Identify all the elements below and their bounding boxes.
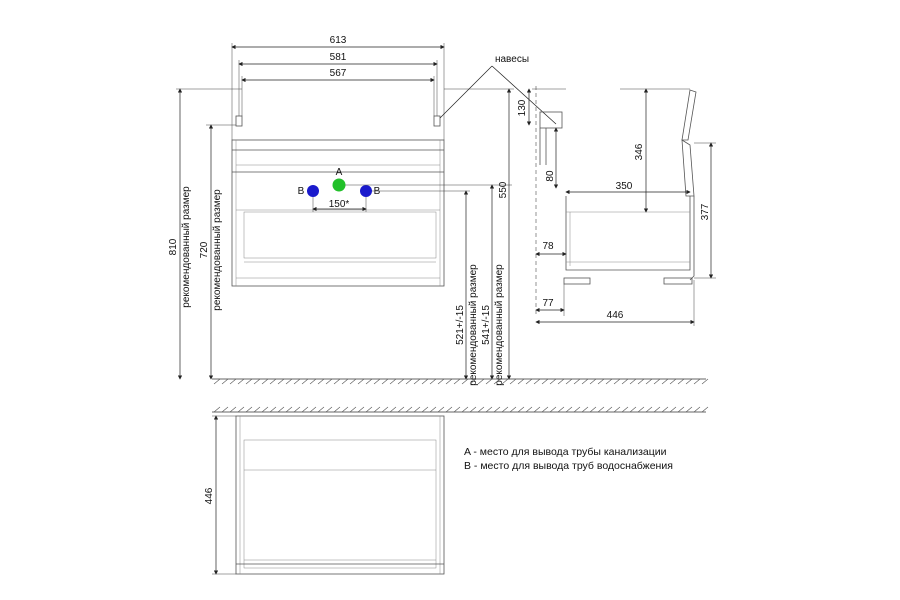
dim-plan-446: 446 xyxy=(204,487,215,504)
dim-346: 346 xyxy=(634,143,645,160)
dim-78: 78 xyxy=(542,241,554,252)
dim-613: 613 xyxy=(330,35,347,46)
side-hinge-bracket xyxy=(539,111,563,129)
dim-77: 77 xyxy=(542,298,554,309)
label-recommended-541: рекомендованный размер xyxy=(494,264,505,386)
front-cabinet-outline xyxy=(231,139,445,287)
front-view: 613 581 567 810 рекомендованный размер 7… xyxy=(168,35,557,386)
plan-view: 446 xyxy=(204,411,706,575)
dim-810: 810 xyxy=(168,238,179,255)
legend: A - место для вывода трубы канализации B… xyxy=(464,446,673,472)
dim-541: 541+/-15 xyxy=(481,305,492,345)
right-hinge xyxy=(433,115,441,127)
side-cabinet-body xyxy=(565,196,691,271)
dim-581: 581 xyxy=(330,52,347,63)
label-point-b-right: B xyxy=(374,186,381,197)
side-basin-top xyxy=(681,89,697,141)
dim-567: 567 xyxy=(330,68,347,79)
dim-377: 377 xyxy=(700,203,711,220)
left-hinge xyxy=(235,115,243,127)
floor-hatching xyxy=(213,378,709,413)
point-b-right-water xyxy=(360,185,372,197)
legend-b: B - место для вывода труб водоснабжения xyxy=(464,460,673,472)
dim-130: 130 xyxy=(517,99,528,116)
side-view: 130 80 346 350 377 78 77 xyxy=(517,86,716,326)
dim-720: 720 xyxy=(199,241,210,258)
label-point-a: A xyxy=(336,167,343,178)
label-hinges: навесы xyxy=(495,54,529,65)
dim-side-446: 446 xyxy=(607,310,624,321)
dim-80: 80 xyxy=(545,170,556,182)
label-point-b-left: B xyxy=(298,186,305,197)
point-a-drain xyxy=(332,178,346,192)
label-recommended-521: рекомендованный размер xyxy=(468,264,479,386)
label-recommended-720: рекомендованный размер xyxy=(212,189,223,311)
dim-350: 350 xyxy=(616,181,633,192)
dim-550: 550 xyxy=(498,181,509,198)
dim-150: 150* xyxy=(329,199,350,210)
plan-cabinet-outline xyxy=(235,415,445,575)
point-b-left-water xyxy=(307,185,319,197)
label-recommended-810: рекомендованный размер xyxy=(181,186,192,308)
dim-521: 521+/-15 xyxy=(455,305,466,345)
legend-a: A - место для вывода трубы канализации xyxy=(464,446,667,458)
